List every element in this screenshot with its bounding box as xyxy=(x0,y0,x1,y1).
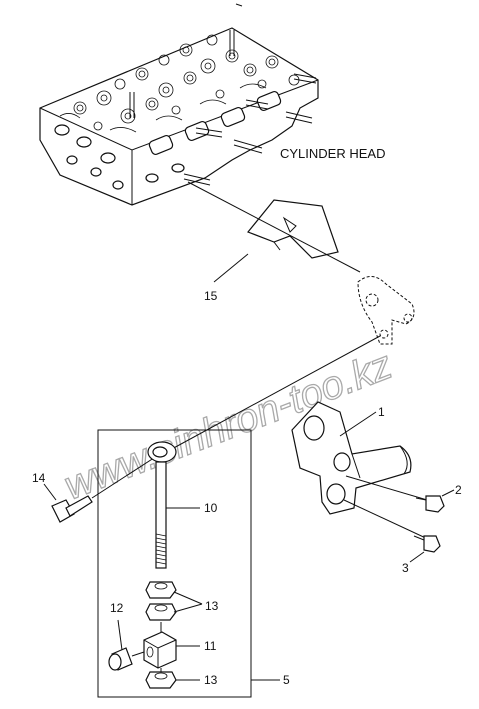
callout-11: 11 xyxy=(204,639,217,653)
pin-part-12 xyxy=(108,647,145,671)
callout-1: 1 xyxy=(378,405,385,419)
bolt-part-3 xyxy=(413,535,441,553)
callout-13-upper: 13 xyxy=(205,599,219,613)
cylinder-head-drawing xyxy=(39,3,319,206)
callout-15: 15 xyxy=(204,289,218,303)
bolt-part-14 xyxy=(51,495,93,523)
callout-3: 3 xyxy=(402,561,409,575)
callout-2: 2 xyxy=(455,483,462,497)
cylinder-head-title: CYLINDER HEAD xyxy=(280,146,385,161)
bolt-part-2 xyxy=(415,495,445,513)
callout-5: 5 xyxy=(283,673,290,687)
bracket-part-1 xyxy=(291,401,412,515)
callout-14: 14 xyxy=(32,471,46,485)
assembly-box xyxy=(97,429,252,698)
callout-10: 10 xyxy=(204,501,218,515)
mounting-bracket-dashed xyxy=(357,276,415,345)
callout-13-lower: 13 xyxy=(204,673,218,687)
plate-bracket-part-15 xyxy=(247,199,339,259)
nut-part-13-upper xyxy=(145,581,177,599)
nut-part-13-lower xyxy=(145,603,177,621)
block-part-11 xyxy=(143,622,177,669)
callout-12: 12 xyxy=(110,601,124,615)
rod-part-10 xyxy=(147,441,177,569)
nut-part-13-bottom xyxy=(145,668,177,689)
